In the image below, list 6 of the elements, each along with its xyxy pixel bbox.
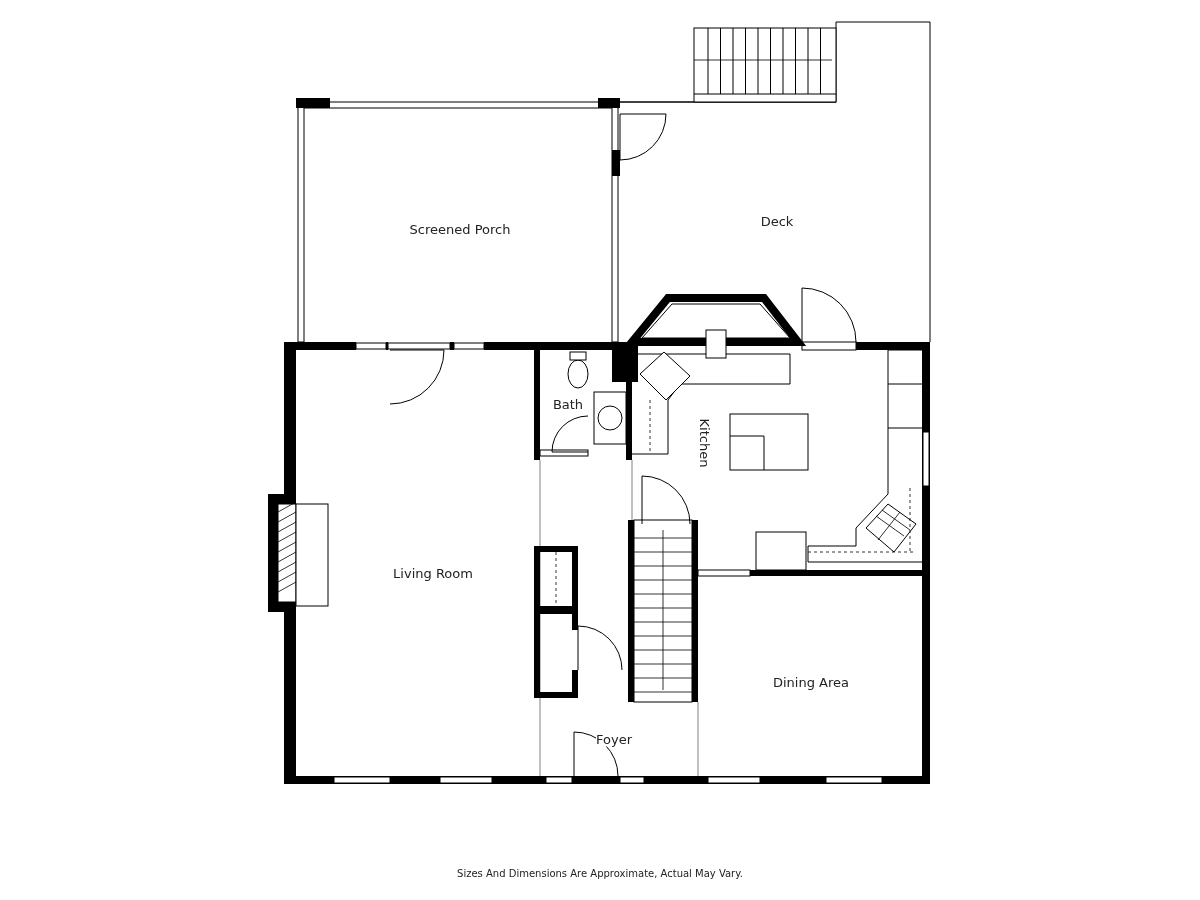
disclaimer-note: Sizes And Dimensions Are Approximate, Actual May Vary. <box>457 868 743 879</box>
room-label: Screened Porch <box>409 221 511 237</box>
room-label: Living Room <box>393 565 473 581</box>
room-label: Bath <box>552 396 584 412</box>
room-label: Dining Area <box>773 674 849 690</box>
room-label: Deck <box>760 213 794 229</box>
